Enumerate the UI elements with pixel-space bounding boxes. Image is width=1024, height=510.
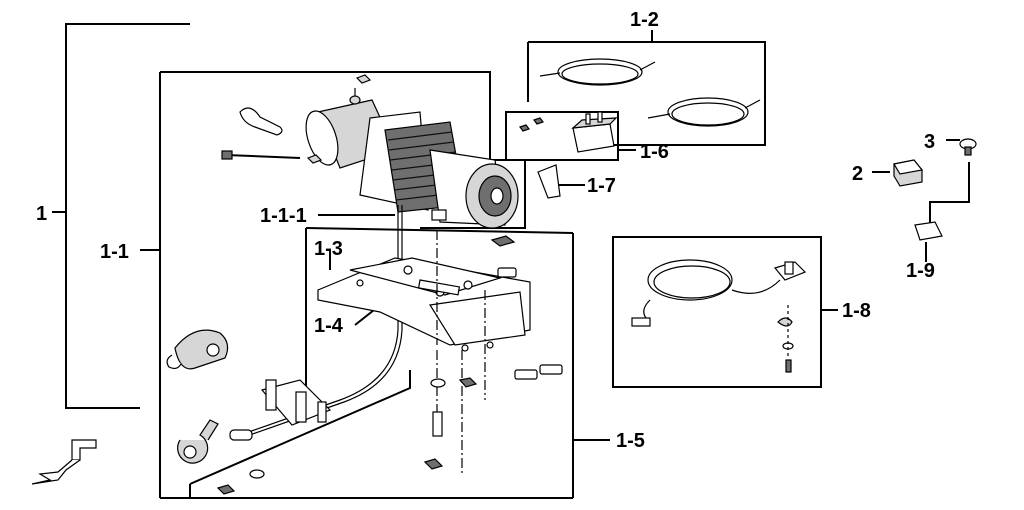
part-labels: 1 1-1 1-1-1 1-2 1-3 1-4 1-5 1-6 1-7 1-8 … <box>36 9 935 452</box>
box-1-5-top <box>305 227 574 234</box>
bracket-1 <box>65 23 190 409</box>
cable-tie <box>225 154 301 159</box>
assembly-center-lines <box>436 230 486 475</box>
label-1-2: 1-2 <box>630 9 659 31</box>
contactor-1-6 <box>519 111 618 153</box>
box-1-8 <box>612 236 822 388</box>
box-1-2-right <box>528 41 766 146</box>
label-1-7: 1-7 <box>587 175 616 197</box>
hardware-bolts <box>216 235 563 495</box>
label-1: 1 <box>36 203 47 225</box>
label-1-8: 1-8 <box>842 300 871 322</box>
box-1-6 <box>505 111 619 161</box>
front-direction-icon <box>31 439 97 485</box>
fairlead-and-hook <box>166 329 332 464</box>
leader-1-4 <box>354 309 375 326</box>
label-3: 3 <box>924 131 935 153</box>
wire-rope <box>239 205 399 436</box>
leader-3-down <box>929 162 970 225</box>
group-outlines <box>52 23 970 499</box>
mount-plate <box>317 257 531 352</box>
label-1-6: 1-6 <box>640 141 669 163</box>
winch-motor-assembly <box>221 74 519 229</box>
label-1-5: 1-5 <box>616 430 645 452</box>
label-1-4: 1-4 <box>314 315 344 337</box>
cable-harness-1-2 <box>539 58 761 127</box>
bracket-1-7 <box>537 164 561 199</box>
small-parts-2-3-9 <box>893 138 977 241</box>
label-1-9: 1-9 <box>906 260 935 282</box>
label-1-3: 1-3 <box>314 238 343 260</box>
box-1-5-slant <box>189 370 411 485</box>
remote-switch-1-8 <box>631 259 807 373</box>
label-1-1-1: 1-1-1 <box>260 205 307 227</box>
label-2: 2 <box>852 163 863 185</box>
label-1-1: 1-1 <box>100 241 129 263</box>
